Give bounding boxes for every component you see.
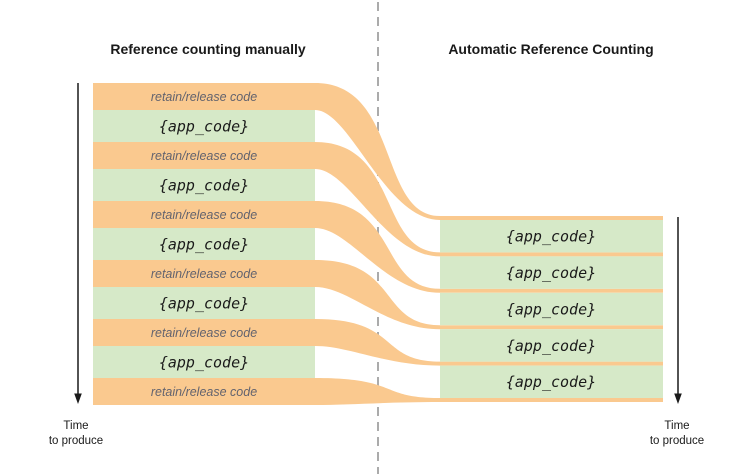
flow-ribbon [315, 201, 663, 293]
time-axis-right: Time to produce [650, 217, 704, 447]
retain-release-bar-label: retain/release code [151, 267, 257, 281]
left-title: Reference counting manually [110, 41, 305, 57]
app-code-bar [440, 256, 663, 289]
retain-release-bar-label: retain/release code [151, 149, 257, 163]
right-title: Automatic Reference Counting [448, 41, 653, 57]
time-axis-label-line2: to produce [650, 435, 704, 447]
retain-release-bar-label: retain/release code [151, 208, 257, 222]
arrow-down-icon [74, 393, 82, 404]
retain-release-bar [93, 83, 315, 110]
retain-release-bar [93, 201, 315, 228]
flow-ribbon [315, 142, 663, 257]
app-code-bar-label: {app_code} [506, 300, 596, 318]
manual-counting-stack: retain/release code {app_code} retain/re… [93, 83, 315, 405]
retain-release-bar-label: retain/release code [151, 326, 257, 340]
app-code-bar-label: {app_code} [159, 294, 249, 312]
app-code-bar-label: {app_code} [506, 228, 596, 246]
flow-ribbon [315, 319, 663, 366]
retain-release-bar [93, 142, 315, 169]
time-axis-label-line1: Time [664, 420, 689, 432]
app-code-bar-label: {app_code} [506, 373, 596, 391]
app-code-bar-label: {app_code} [159, 235, 249, 253]
app-code-bar [440, 365, 663, 398]
time-axis-left: Time to produce [49, 83, 103, 447]
app-code-bar [93, 110, 315, 142]
app-code-bar-label: {app_code} [159, 176, 249, 194]
app-code-bar [440, 329, 663, 362]
time-axis-label-line1: Time [63, 420, 88, 432]
time-axis-label-line2: to produce [49, 435, 103, 447]
retain-release-bar [93, 319, 315, 346]
app-code-bar-label: {app_code} [506, 337, 596, 355]
arrow-down-icon [674, 393, 682, 404]
app-code-bar-label: {app_code} [159, 117, 249, 135]
app-code-bar [93, 169, 315, 201]
retain-release-bar [93, 378, 315, 405]
app-code-bar-label: {app_code} [506, 264, 596, 282]
app-code-bar [93, 228, 315, 260]
retain-release-bar-label: retain/release code [151, 90, 257, 104]
arc-stack: {app_code} {app_code} {app_code} {app_co… [440, 220, 663, 398]
app-code-bar [93, 346, 315, 378]
app-code-bar [440, 292, 663, 326]
retain-release-bar [93, 260, 315, 287]
flow-ribbon [315, 260, 663, 330]
retain-release-bar-label: retain/release code [151, 385, 257, 399]
app-code-bar [93, 287, 315, 319]
flow-ribbons [315, 83, 663, 405]
app-code-bar-label: {app_code} [159, 353, 249, 371]
flow-ribbon [315, 378, 663, 405]
app-code-bar [440, 220, 663, 253]
flow-ribbon [315, 83, 663, 220]
